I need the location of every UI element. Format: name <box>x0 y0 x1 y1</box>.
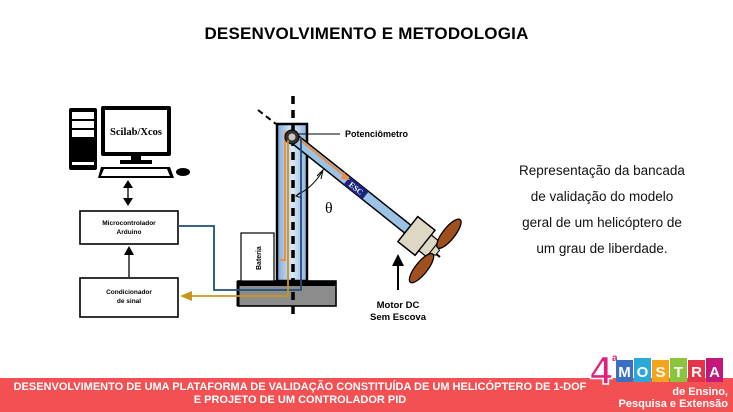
battery-label: Bateria <box>256 246 263 270</box>
logo-ordinal: a <box>612 353 618 364</box>
battery-box <box>240 232 275 282</box>
helicopter-beam: ESC <box>287 132 462 284</box>
caption-line: de validação do modelo <box>530 189 674 204</box>
propeller-blade-2 <box>408 252 435 284</box>
footer-bar <box>0 378 733 412</box>
logo-subtitle: de Ensino, <box>672 386 728 398</box>
mostra-logo: 4 a M O S T R A de Ensino, Pesquisa e Ex… <box>589 348 729 410</box>
signal-conditioner-box <box>79 277 179 318</box>
diagram-caption: Representação da bancada de validação do… <box>497 158 707 262</box>
propeller-blade-1 <box>436 218 462 249</box>
sensor-signal-wire <box>190 140 289 297</box>
microcontroller-box <box>79 210 179 245</box>
logo-letter: A <box>709 364 720 381</box>
microcontroller-label-2: Arduino <box>117 229 142 236</box>
motor-label-2: Sem Escova <box>370 312 427 323</box>
conditioner-label: Condicionador <box>106 289 152 296</box>
logo-letter: T <box>674 364 683 381</box>
logo-letter: O <box>637 364 649 381</box>
footer-line: E PROJETO DE UM CONTROLADOR PID <box>193 394 407 406</box>
potentiometer-label: Potenciômetro <box>345 129 409 139</box>
microcontroller-label: Microcontrolador <box>102 220 156 227</box>
page-title: DESENVOLVIMENTO E METODOLOGIA <box>204 24 529 43</box>
esc-module <box>343 176 369 200</box>
caption-line: um grau de liberdade. <box>536 241 668 256</box>
footer-line: DESENVOLVIMENTO DE UMA PLATAFORMA DE VAL… <box>13 381 587 393</box>
caption-line: geral de um helicóptero de <box>522 215 682 230</box>
logo-letter: S <box>655 364 665 381</box>
computer-label: Scilab/Xcos <box>110 127 162 138</box>
motor-label: Motor DC <box>377 300 420 311</box>
computer-icon <box>69 106 190 178</box>
footer-project-title: DESENVOLVIMENTO DE UMA PLATAFORMA DE VAL… <box>0 381 600 407</box>
logo-letter: M <box>618 364 631 381</box>
caption-line: Representação da bancada <box>519 163 685 178</box>
logo-number: 4 <box>590 349 613 393</box>
control-signal-wire <box>178 137 302 291</box>
conditioner-label-2: de sinal <box>117 298 141 305</box>
angle-theta-label: θ <box>325 200 333 217</box>
logo-letter: R <box>691 364 702 381</box>
logo-subtitle-2: Pesquisa e Extensão <box>619 398 729 410</box>
